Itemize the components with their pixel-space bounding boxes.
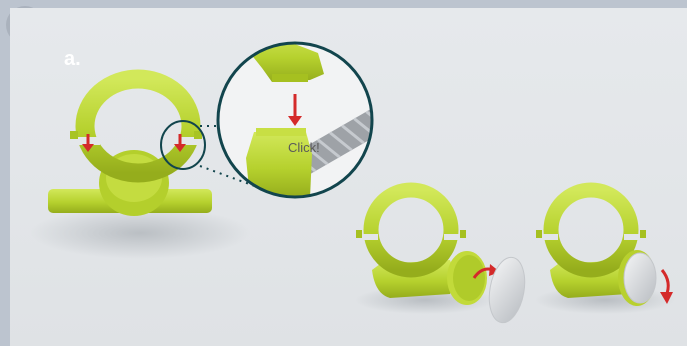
- instruction-panel: a. Click!: [10, 8, 687, 346]
- step-label: a.: [64, 48, 81, 71]
- clip-with-disc: [355, 190, 529, 325]
- clip-assembled-main: [30, 79, 250, 259]
- zoom-detail-circle: [218, 28, 404, 210]
- illustration-canvas: [10, 8, 687, 346]
- zoom-caption: Click!: [288, 140, 320, 155]
- clip-disc-attached: [535, 190, 675, 314]
